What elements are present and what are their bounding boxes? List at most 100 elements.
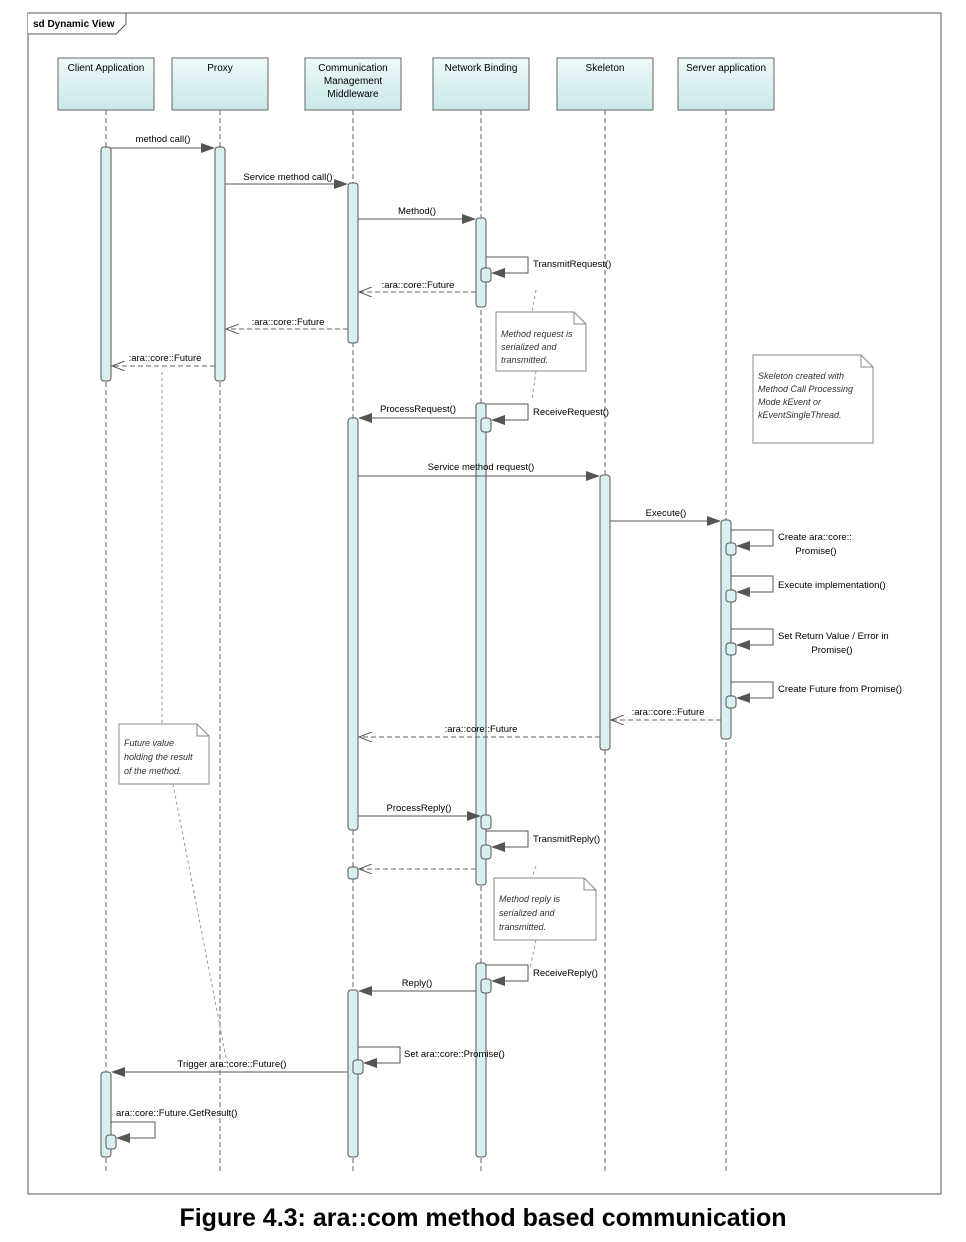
message-label-future-return-1: :ara::core::Future	[382, 280, 455, 291]
note-text: transmitted.	[501, 355, 548, 365]
note-text: holding the result	[124, 752, 193, 762]
lifeline-box	[556, 57, 654, 111]
activation-bar	[480, 814, 492, 830]
message-label-service-method-request: Service method request()	[428, 462, 535, 473]
activation-bar	[480, 417, 492, 433]
lifeline-nb: Network Binding	[432, 57, 530, 111]
message-label-set-promise: Set ara::core::Promise()	[404, 1049, 505, 1060]
note-box	[752, 354, 874, 444]
activation-bars	[100, 146, 737, 1158]
message-label-process-request: ProcessRequest()	[380, 404, 456, 415]
note-text: serialized and	[501, 342, 558, 352]
activation-bar	[214, 146, 226, 382]
note-connector	[531, 865, 537, 879]
return-messages	[112, 292, 721, 869]
activation-bar	[480, 844, 492, 860]
message-label-set-return-value: Set Return Value / Error in	[778, 631, 889, 642]
lifeline-box	[304, 57, 402, 111]
note-box	[493, 877, 597, 941]
lifeline-label: Server application	[686, 63, 766, 74]
message-arrow-receive-request	[486, 403, 529, 425]
message-arrow-create-future	[731, 681, 774, 703]
lifeline-cm: Communication Management Middleware	[304, 57, 402, 111]
note-text: Method request is	[501, 329, 573, 339]
note-text: Future value	[124, 738, 174, 748]
message-label-receive-request: ReceiveRequest()	[533, 407, 609, 418]
note-text: of the method.	[124, 766, 182, 776]
message-label-future-return-3: :ara::core::Future	[129, 353, 202, 364]
note-skeleton: Skeleton created with Method Call Proces…	[752, 354, 874, 444]
message-arrow-set-return-value	[731, 628, 774, 650]
activation-bar	[352, 1059, 364, 1075]
lifeline-skeleton: Skeleton	[556, 57, 654, 111]
message-label-reply: Reply()	[402, 978, 433, 989]
message-label-service-method-call: Service method call()	[243, 172, 332, 183]
lifeline-label: Middleware	[327, 89, 379, 100]
activation-bar	[480, 978, 492, 994]
note-connector	[531, 370, 537, 401]
sequence-diagram: sd Dynamic View Client Application Proxy…	[27, 12, 942, 1195]
note-connector	[529, 939, 537, 969]
activation-bar	[475, 217, 487, 308]
message-label-get-result: ara::core::Future.GetResult()	[116, 1108, 237, 1119]
note-text: serialized and	[499, 908, 556, 918]
figure-caption: Figure 4.3: ara::com method based commun…	[179, 1204, 787, 1232]
message-label-method: Method()	[398, 206, 436, 217]
message-label-trigger-future: Trigger ara::core::Future()	[178, 1059, 287, 1070]
message-labels: method call() Service method call() Meth…	[116, 134, 902, 1119]
message-label-receive-reply: ReceiveReply()	[533, 968, 598, 979]
frame-tab	[28, 12, 127, 35]
activation-bar	[725, 542, 737, 556]
lifeline-label: Management	[324, 76, 383, 87]
message-label-create-promise: Promise()	[795, 546, 836, 557]
activation-bar	[725, 589, 737, 603]
note-box	[118, 723, 210, 785]
message-arrow-transmit-reply	[486, 830, 529, 852]
note-connector	[172, 783, 229, 1069]
message-label-set-return-value: Promise()	[811, 645, 852, 656]
message-label-transmit-request: TransmitRequest()	[533, 259, 611, 270]
message-label-process-reply: ProcessReply()	[387, 803, 452, 814]
message-label-method-call: method call()	[136, 134, 191, 145]
note-connector	[531, 289, 537, 313]
lifeline-client: Client Application	[57, 57, 155, 111]
message-label-transmit-reply: TransmitReply()	[533, 834, 600, 845]
message-arrow-set-promise	[358, 1046, 401, 1068]
lifeline-label: Skeleton	[586, 63, 625, 74]
lifeline-label: Proxy	[207, 63, 233, 74]
activation-bar	[475, 962, 487, 1158]
activation-bar	[599, 474, 611, 751]
frame-label: sd Dynamic View	[33, 19, 115, 30]
message-arrow-get-result	[111, 1121, 156, 1143]
note-text: Method Call Processing	[758, 384, 853, 394]
activation-bar	[480, 267, 492, 283]
note-fold	[860, 355, 873, 368]
notes: Method request is serialized and transmi…	[118, 311, 874, 941]
note-text: transmitted.	[499, 922, 546, 932]
message-label-execute: Execute()	[646, 508, 687, 519]
note-fold	[583, 878, 596, 891]
note-fold	[573, 312, 586, 325]
message-label-execute-implementation: Execute implementation()	[778, 580, 886, 591]
note-text: Skeleton created with	[758, 371, 844, 381]
lifeline-box	[432, 57, 530, 111]
message-arrow-create-promise	[731, 529, 774, 551]
message-arrow-execute-implementation	[731, 575, 774, 597]
lifeline-server: Server application	[677, 57, 775, 111]
activation-bar	[475, 402, 487, 886]
note-future-value: Future value holding the result of the m…	[118, 723, 210, 785]
activation-bar	[347, 866, 359, 880]
activation-bar	[725, 642, 737, 656]
message-label-create-promise: Create ara::core::	[778, 532, 852, 543]
lifeline-headers: Client Application Proxy Communication M…	[57, 57, 775, 111]
note-text: kEventSingleThread.	[758, 410, 842, 420]
activation-bar	[100, 146, 112, 382]
note-fold	[196, 724, 209, 737]
activation-bar	[347, 417, 359, 831]
activation-bar	[347, 182, 359, 344]
activation-bar	[725, 695, 737, 709]
lifeline-label: Communication	[318, 63, 387, 74]
message-label-create-future: Create Future from Promise()	[778, 684, 902, 695]
lifeline-box	[677, 57, 775, 111]
activation-bar	[105, 1134, 117, 1150]
